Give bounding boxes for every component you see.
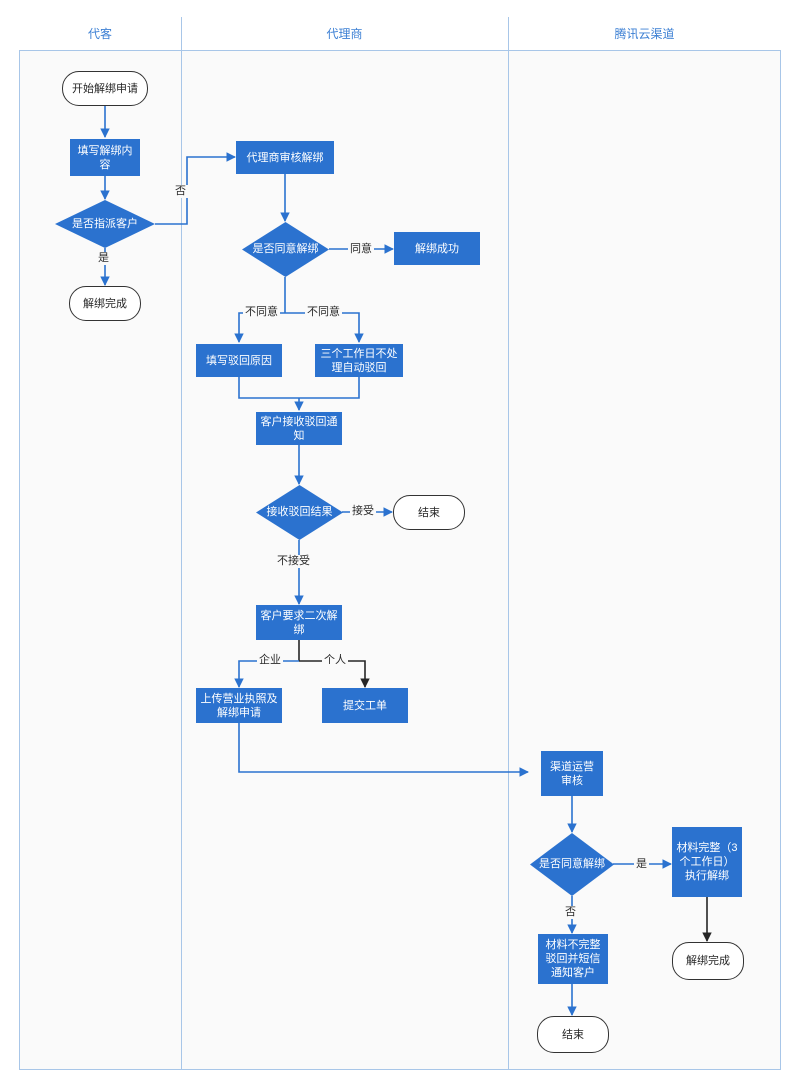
node-material-complete[interactable]: 材料完整（3个工作日）执行解绑 bbox=[672, 827, 742, 897]
edge-label-right-no: 否 bbox=[563, 906, 578, 919]
node-submit-ticket-label: 提交工单 bbox=[343, 699, 387, 712]
edge-label-right-yes: 是 bbox=[634, 858, 649, 871]
node-fill-unbind-content-label: 填写解绑内容 bbox=[77, 144, 133, 171]
node-material-incomplete[interactable]: 材料不完整驳回并短信通知客户 bbox=[538, 934, 608, 984]
node-end-right[interactable]: 结束 bbox=[537, 1016, 609, 1053]
node-unbind-done-left-label: 解绑完成 bbox=[83, 297, 127, 310]
node-receive-reject-result-label: 接收驳回结果 bbox=[266, 506, 333, 518]
edge-label-agree: 同意 bbox=[348, 243, 374, 256]
decision-diamond-shape bbox=[242, 222, 329, 277]
decision-diamond-shape bbox=[55, 200, 155, 248]
node-unbind-done-right[interactable]: 解绑完成 bbox=[672, 942, 744, 980]
edge-label-enterprise: 企业 bbox=[257, 654, 283, 667]
node-receive-reject-result[interactable]: 接收驳回结果 bbox=[256, 485, 343, 540]
node-end-right-label: 结束 bbox=[562, 1028, 584, 1041]
decision-diamond-shape bbox=[256, 485, 343, 540]
node-start-apply[interactable]: 开始解绑申请 bbox=[62, 71, 148, 106]
node-customer-receive-notice[interactable]: 客户接收驳回通知 bbox=[256, 412, 342, 445]
swimlane-frame bbox=[19, 17, 781, 1070]
node-material-incomplete-label: 材料不完整驳回并短信通知客户 bbox=[545, 939, 601, 979]
node-unbind-done-right-label: 解绑完成 bbox=[686, 955, 730, 967]
node-fill-unbind-content[interactable]: 填写解绑内容 bbox=[70, 139, 140, 176]
node-is-assigned-customer-label: 是否指派客户 bbox=[72, 217, 138, 230]
node-unbind-done-left[interactable]: 解绑完成 bbox=[69, 286, 141, 321]
node-channel-ops-review-label: 渠道运营审核 bbox=[550, 760, 594, 787]
node-channel-ops-review[interactable]: 渠道运营审核 bbox=[541, 751, 603, 796]
edge-label-personal: 个人 bbox=[322, 654, 348, 667]
node-start-apply-label: 开始解绑申请 bbox=[72, 82, 138, 95]
decision-diamond-shape bbox=[530, 833, 614, 896]
node-agree-unbind-label: 是否同意解绑 bbox=[252, 243, 319, 255]
node-material-complete-label: 材料完整（3个工作日）执行解绑 bbox=[676, 842, 738, 882]
lane-divider-1 bbox=[181, 17, 182, 1070]
node-customer-second-unbind-label: 客户要求二次解绑 bbox=[260, 609, 338, 636]
node-upload-license-label: 上传营业执照及解绑申请 bbox=[200, 692, 278, 719]
node-fill-reject-reason[interactable]: 填写驳回原因 bbox=[196, 344, 282, 377]
node-agree-unbind-right-label: 是否同意解绑 bbox=[539, 858, 605, 870]
swimlane-header-row: 代客 代理商 腾讯云渠道 bbox=[19, 17, 781, 51]
node-fill-reject-reason-label: 填写驳回原因 bbox=[206, 354, 272, 367]
lane-header-customer: 代客 bbox=[87, 27, 112, 41]
node-unbind-success[interactable]: 解绑成功 bbox=[394, 232, 480, 265]
edge-label-no-assign: 否 bbox=[173, 185, 188, 198]
node-unbind-success-label: 解绑成功 bbox=[415, 242, 459, 255]
node-customer-second-unbind[interactable]: 客户要求二次解绑 bbox=[256, 605, 342, 640]
node-auto-reject-3days[interactable]: 三个工作日不处理自动驳回 bbox=[315, 344, 403, 377]
node-end-middle[interactable]: 结束 bbox=[393, 495, 465, 530]
lane-divider-2 bbox=[508, 17, 509, 1070]
node-agent-review-label: 代理商审核解绑 bbox=[246, 151, 324, 164]
edge-label-disagree-left: 不同意 bbox=[243, 306, 280, 319]
node-customer-receive-notice-label: 客户接收驳回通知 bbox=[260, 415, 338, 442]
edge-label-accept: 接受 bbox=[350, 505, 376, 518]
lane-header-agent: 代理商 bbox=[326, 27, 363, 41]
lane-header-tencent: 腾讯云渠道 bbox=[614, 27, 675, 41]
edge-label-yes-assign: 是 bbox=[96, 252, 111, 265]
node-agree-unbind-right[interactable]: 是否同意解绑 bbox=[530, 833, 614, 896]
node-is-assigned-customer[interactable]: 是否指派客户 bbox=[55, 200, 155, 248]
edge-label-disagree-right: 不同意 bbox=[305, 306, 342, 319]
node-agree-unbind[interactable]: 是否同意解绑 bbox=[242, 222, 329, 277]
edge-label-not-accept: 不接受 bbox=[275, 555, 312, 568]
node-auto-reject-3days-label: 三个工作日不处理自动驳回 bbox=[320, 347, 398, 374]
node-agent-review[interactable]: 代理商审核解绑 bbox=[236, 141, 334, 174]
node-end-middle-label: 结束 bbox=[418, 506, 440, 519]
node-submit-ticket[interactable]: 提交工单 bbox=[322, 688, 408, 723]
node-upload-license[interactable]: 上传营业执照及解绑申请 bbox=[196, 688, 282, 723]
